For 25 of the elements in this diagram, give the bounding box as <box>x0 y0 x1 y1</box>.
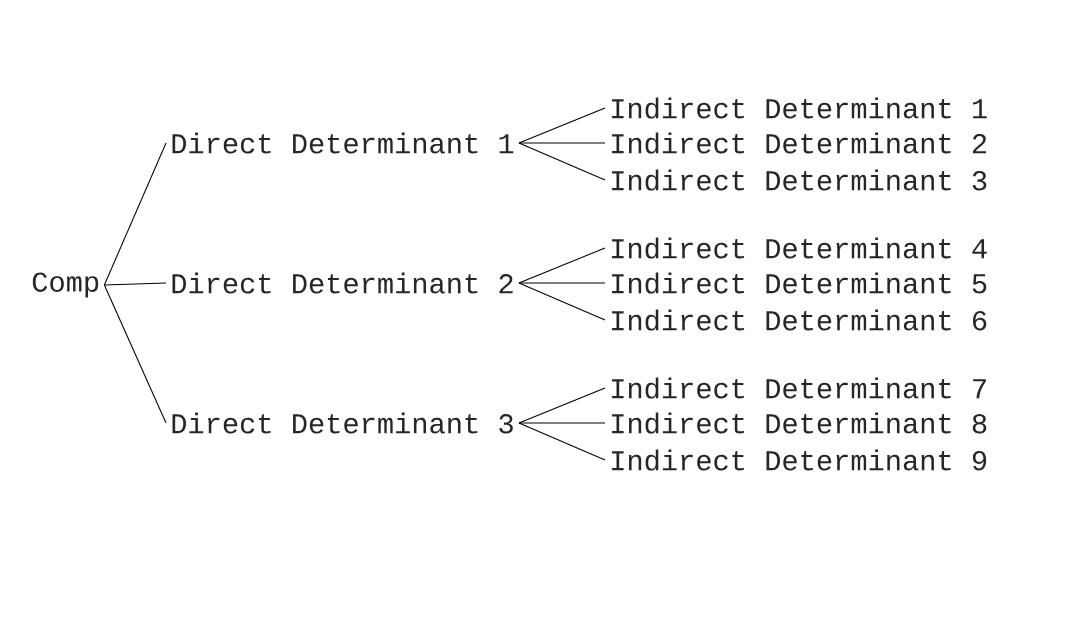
branch-label: Indirect Determinant 4 <box>612 237 987 259</box>
branch-label: Indirect Determinant 6 <box>612 309 987 331</box>
branch-label: Indirect Determinant 1 <box>612 97 987 119</box>
branch-label: Direct Determinant 3 <box>172 412 513 434</box>
branch-line <box>518 422 606 424</box>
branch-label: Indirect Determinant 7 <box>612 377 986 399</box>
branch-line <box>518 282 606 321</box>
branch-label: Direct Determinant 2 <box>172 272 513 294</box>
branch-line <box>518 387 606 424</box>
branch-label: Indirect Determinant 5 <box>612 272 987 294</box>
branch-line <box>518 247 606 284</box>
branch-line <box>518 422 606 461</box>
branch-line <box>103 142 167 286</box>
branch-label: Indirect Determinant 8 <box>612 412 987 434</box>
branch-line <box>103 282 167 286</box>
branch-label: Direct Determinant 1 <box>172 132 514 154</box>
root-label: Comp <box>32 272 99 298</box>
branch-line <box>518 282 606 284</box>
branch-line <box>518 142 606 181</box>
branch-label: Indirect Determinant 2 <box>612 132 987 154</box>
branch-line <box>518 107 606 144</box>
branch-line <box>518 142 606 144</box>
branch-label: Indirect Determinant 9 <box>612 449 987 471</box>
branch-line <box>103 284 167 424</box>
branch-label: Indirect Determinant 3 <box>612 169 987 191</box>
